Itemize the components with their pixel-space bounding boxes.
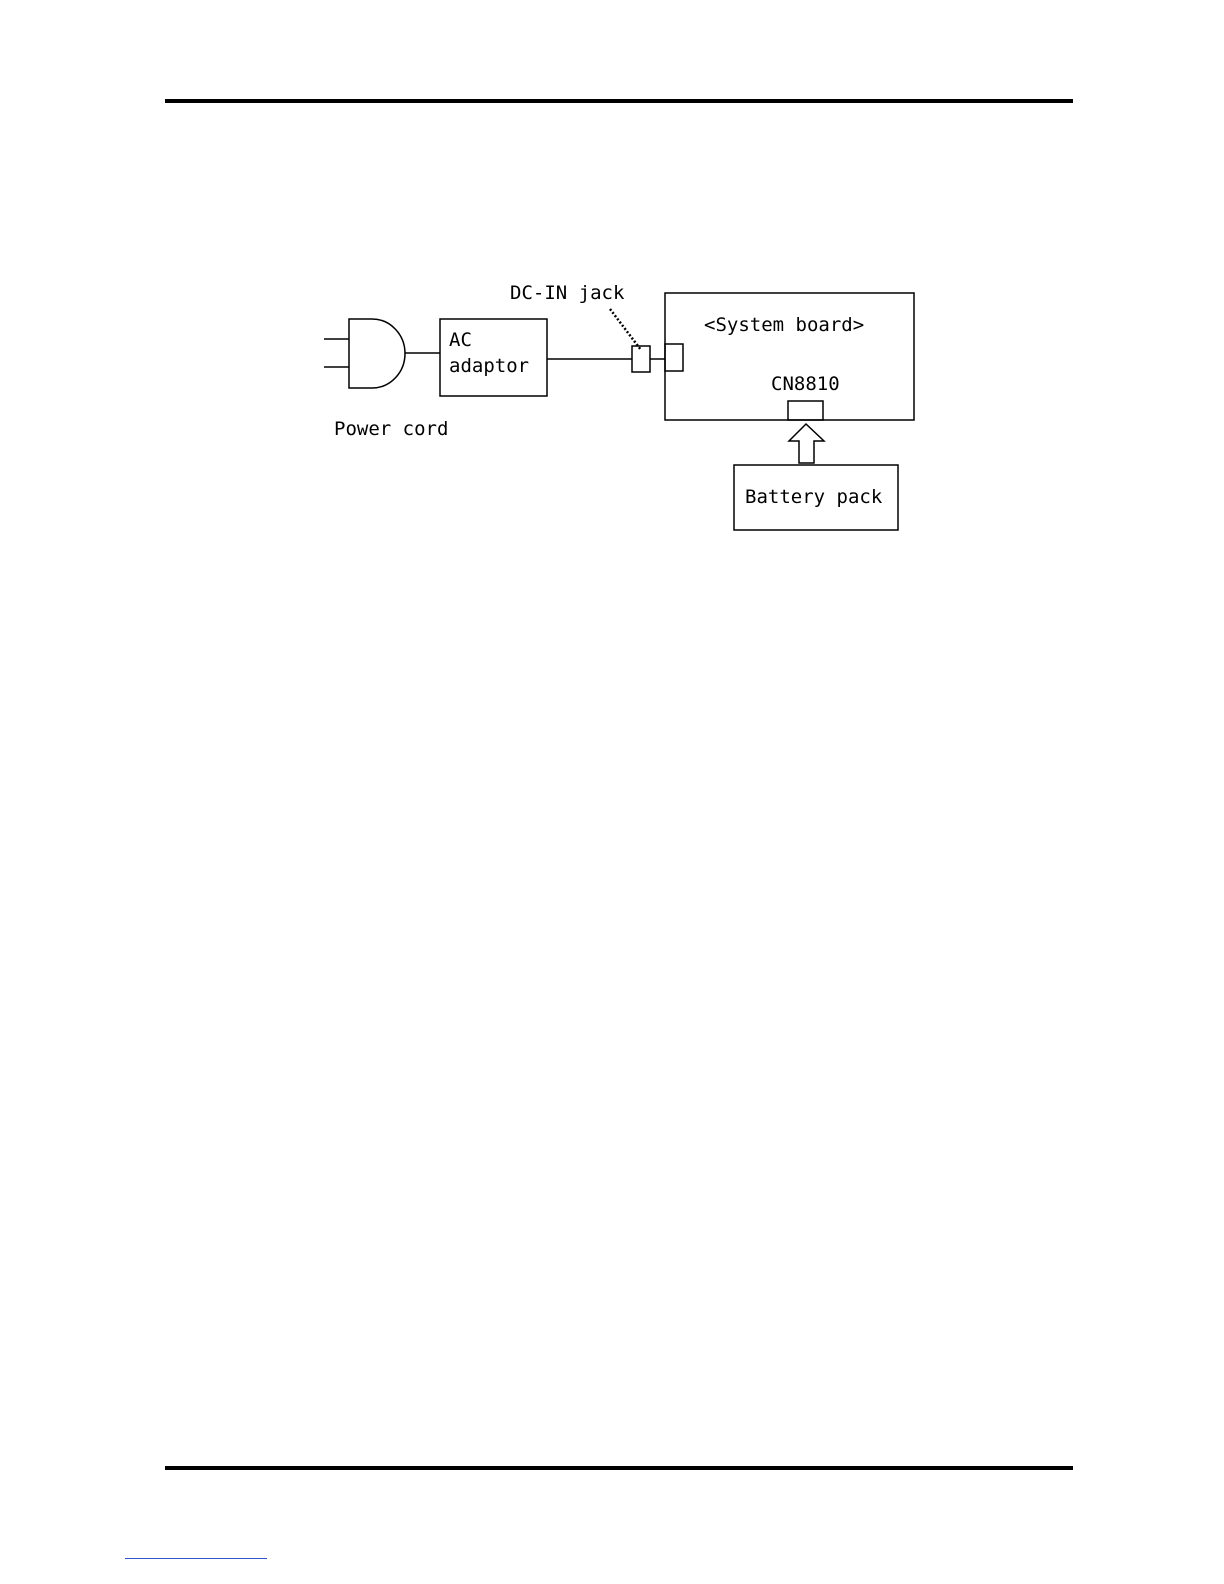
power-cord-label: Power cord (334, 418, 448, 440)
battery-arrow (789, 424, 824, 463)
dc-in-jack-label: DC-IN jack (510, 282, 625, 304)
ac-adaptor-label-line1: AC (449, 329, 472, 351)
footer-rule (165, 1466, 1073, 1470)
ac-adaptor-label-line2: adaptor (449, 355, 529, 377)
battery-pack-label: Battery pack (745, 486, 883, 508)
cn8810-label: CN8810 (771, 373, 840, 395)
dc-in-plug (632, 346, 650, 372)
dc-in-leader (610, 309, 641, 350)
footer-link-underline (125, 1558, 267, 1559)
cn8810-connector (788, 401, 823, 420)
system-board-label: <System board> (704, 314, 864, 336)
dc-in-socket (665, 344, 683, 371)
power-cord-plug (324, 319, 440, 388)
